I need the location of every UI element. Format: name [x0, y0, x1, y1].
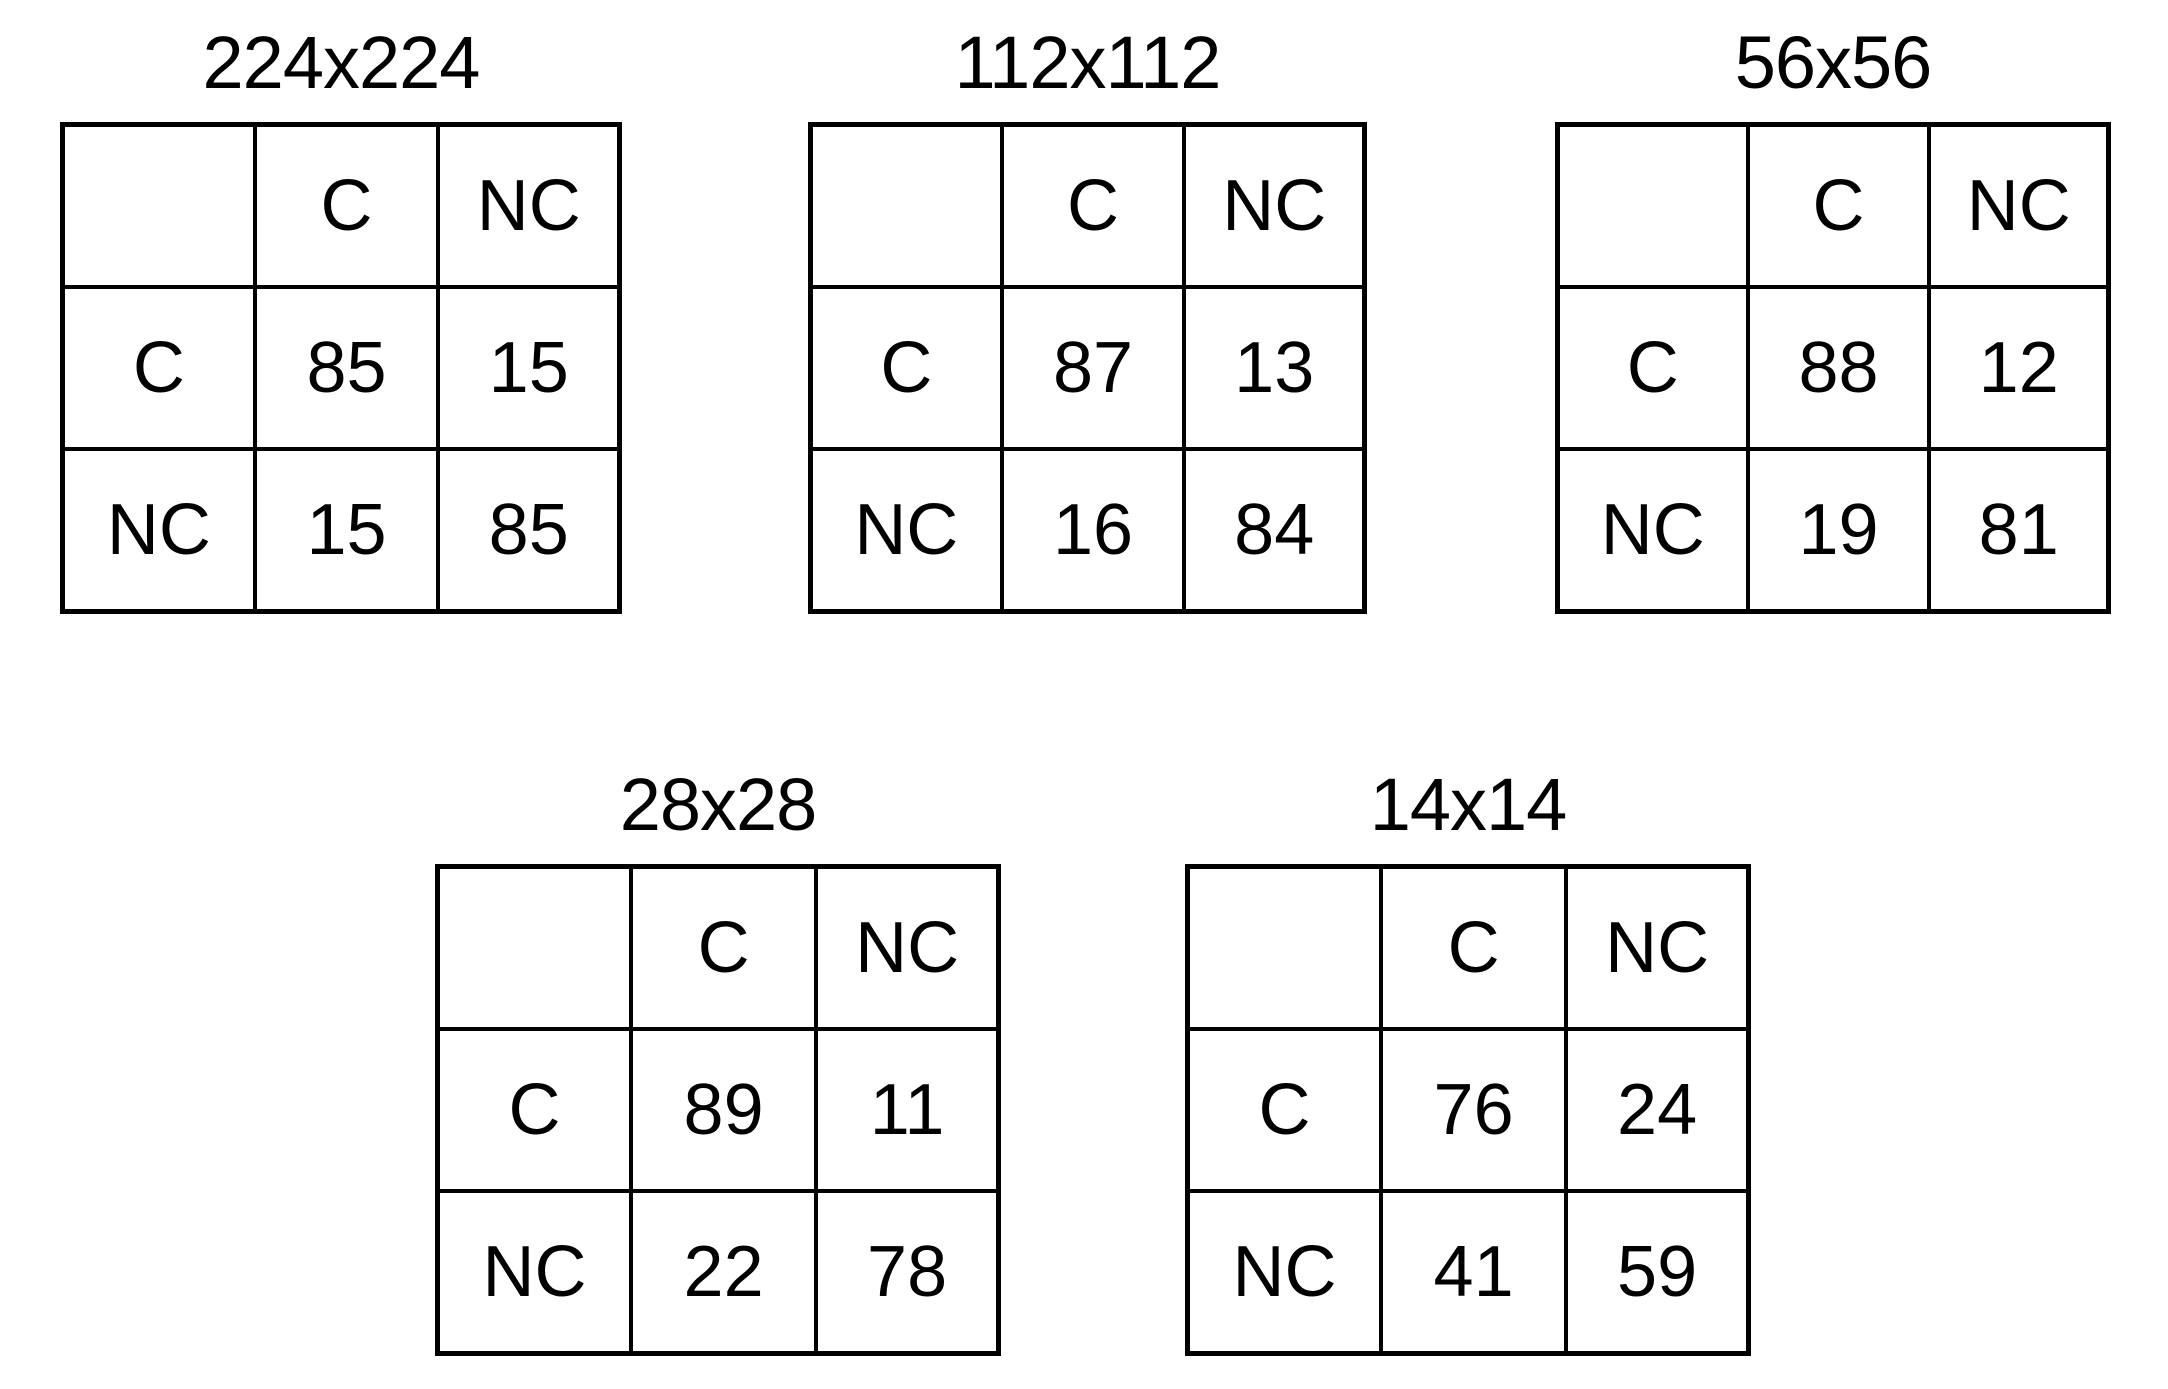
- cell-c-nc: 15: [436, 285, 622, 451]
- corner-cell: [1185, 864, 1384, 1031]
- cell-c-nc: 12: [1927, 285, 2111, 451]
- table-row: NC 16 84: [808, 447, 1367, 614]
- cell-nc-nc: 59: [1564, 1189, 1751, 1356]
- column-header-nc: NC: [1927, 122, 2111, 289]
- row-header-c: C: [60, 285, 257, 451]
- column-header-c: C: [999, 122, 1187, 289]
- table-row-header: C NC: [1185, 864, 1751, 1031]
- matrix-title: 112x112: [954, 21, 1222, 104]
- row-header-nc: NC: [808, 447, 1004, 614]
- matrix-title: 224x224: [202, 21, 481, 104]
- table-row: C 89 11: [435, 1027, 1001, 1193]
- confusion-matrix-table: C NC C 85 15 NC 15 85: [60, 122, 622, 614]
- cell-nc-nc: 78: [814, 1189, 1001, 1356]
- table-row-header: C NC: [60, 122, 622, 289]
- table-row-header: C NC: [808, 122, 1367, 289]
- row-header-c: C: [1555, 285, 1750, 451]
- confusion-matrix-224: 224x224 C NC C 85 15 NC 15 85: [60, 26, 622, 614]
- column-header-nc: NC: [436, 122, 622, 289]
- cell-c-c: 85: [252, 285, 441, 451]
- column-header-nc: NC: [1564, 864, 1751, 1031]
- confusion-matrix-table: C NC C 87 13 NC 16 84: [808, 122, 1367, 614]
- column-header-nc: NC: [1182, 122, 1367, 289]
- corner-cell: [435, 864, 634, 1031]
- confusion-matrix-table: C NC C 76 24 NC 41 59: [1185, 864, 1751, 1356]
- confusion-matrix-28: 28x28 C NC C 89 11 NC 22 78: [435, 768, 1001, 1356]
- confusion-matrix-table: C NC C 89 11 NC 22 78: [435, 864, 1001, 1356]
- corner-cell: [1555, 122, 1750, 289]
- matrix-title: 28x28: [619, 763, 818, 846]
- cell-nc-c: 15: [252, 447, 441, 614]
- cell-nc-c: 16: [999, 447, 1187, 614]
- row-header-c: C: [808, 285, 1004, 451]
- table-row: C 88 12: [1555, 285, 2111, 451]
- cell-c-nc: 11: [814, 1027, 1001, 1193]
- table-row: NC 22 78: [435, 1189, 1001, 1356]
- corner-cell: [60, 122, 257, 289]
- cell-c-c: 88: [1745, 285, 1932, 451]
- row-header-nc: NC: [1555, 447, 1750, 614]
- row-header-nc: NC: [435, 1189, 634, 1356]
- table-row: C 76 24: [1185, 1027, 1751, 1193]
- matrix-title: 56x56: [1734, 21, 1933, 104]
- matrix-title: 14x14: [1369, 763, 1568, 846]
- cell-c-c: 76: [1379, 1027, 1569, 1193]
- confusion-matrix-112: 112x112 C NC C 87 13 NC 16 84: [808, 26, 1367, 614]
- table-row: NC 15 85: [60, 447, 622, 614]
- row-header-c: C: [1185, 1027, 1384, 1193]
- row-header-nc: NC: [1185, 1189, 1384, 1356]
- table-row: NC 41 59: [1185, 1189, 1751, 1356]
- table-row: C 85 15: [60, 285, 622, 451]
- cell-nc-c: 19: [1745, 447, 1932, 614]
- cell-c-c: 87: [999, 285, 1187, 451]
- cell-nc-nc: 85: [436, 447, 622, 614]
- cell-nc-c: 41: [1379, 1189, 1569, 1356]
- cell-nc-nc: 84: [1182, 447, 1367, 614]
- column-header-c: C: [629, 864, 819, 1031]
- corner-cell: [808, 122, 1004, 289]
- confusion-matrix-14: 14x14 C NC C 76 24 NC 41 59: [1185, 768, 1751, 1356]
- column-header-c: C: [1745, 122, 1932, 289]
- column-header-c: C: [1379, 864, 1569, 1031]
- confusion-matrix-table: C NC C 88 12 NC 19 81: [1555, 122, 2111, 614]
- table-row: NC 19 81: [1555, 447, 2111, 614]
- column-header-c: C: [252, 122, 441, 289]
- cell-c-nc: 24: [1564, 1027, 1751, 1193]
- row-header-c: C: [435, 1027, 634, 1193]
- table-row-header: C NC: [435, 864, 1001, 1031]
- row-header-nc: NC: [60, 447, 257, 614]
- cell-c-c: 89: [629, 1027, 819, 1193]
- column-header-nc: NC: [814, 864, 1001, 1031]
- table-row: C 87 13: [808, 285, 1367, 451]
- confusion-matrix-56: 56x56 C NC C 88 12 NC 19 81: [1555, 26, 2111, 614]
- table-row-header: C NC: [1555, 122, 2111, 289]
- cell-nc-nc: 81: [1927, 447, 2111, 614]
- cell-c-nc: 13: [1182, 285, 1367, 451]
- cell-nc-c: 22: [629, 1189, 819, 1356]
